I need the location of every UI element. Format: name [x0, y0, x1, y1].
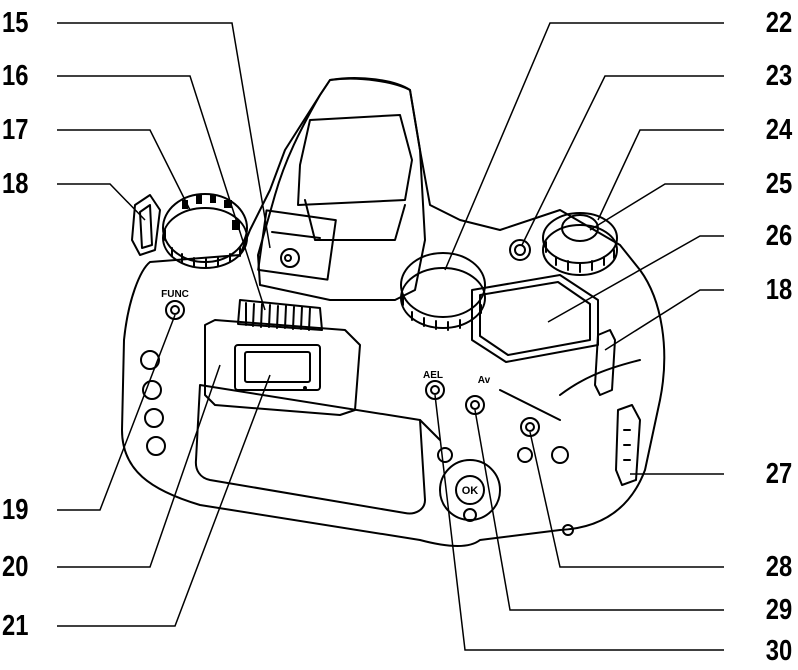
callout-25: 25 — [765, 168, 792, 200]
callout-19: 19 — [2, 494, 29, 526]
leader-17 — [57, 129, 191, 211]
leader-16 — [57, 75, 266, 311]
leader-15 — [57, 22, 271, 249]
lcd-monitor — [194, 384, 426, 515]
callout-15: 15 — [2, 7, 29, 39]
leader-21 — [57, 374, 271, 627]
flash-hump — [257, 77, 426, 301]
leader-18b — [604, 289, 724, 351]
command-dial — [400, 252, 486, 318]
leader-28 — [529, 431, 724, 568]
callout-18-right: 18 — [765, 274, 792, 306]
button-23 — [509, 239, 531, 261]
diopter-wheel — [237, 299, 323, 331]
hot-shoe — [257, 209, 337, 281]
leader-30 — [434, 394, 724, 651]
leader-26 — [547, 235, 724, 323]
callout-21: 21 — [2, 610, 29, 642]
callout-24: 24 — [765, 114, 792, 146]
callout-17: 17 — [2, 114, 29, 146]
leader-23 — [521, 75, 724, 246]
terminal-cover — [615, 404, 641, 486]
left-strap-lug — [131, 194, 161, 256]
camera-body-outline — [121, 77, 666, 547]
callout-20: 20 — [2, 551, 29, 583]
callout-26: 26 — [765, 220, 792, 252]
callout-29: 29 — [765, 594, 792, 626]
callout-27: 27 — [765, 458, 792, 490]
leader-22 — [444, 22, 724, 271]
leader-18a — [57, 183, 146, 221]
ael-label: AEL — [423, 370, 443, 381]
top-lcd — [471, 274, 599, 363]
leader-20 — [57, 364, 221, 568]
callout-28: 28 — [765, 551, 792, 583]
button-28 — [520, 417, 540, 437]
callout-30: 30 — [765, 635, 792, 667]
leader-19 — [57, 314, 176, 511]
flash-window — [297, 114, 413, 206]
ok-label: OK — [462, 485, 479, 497]
leader-lines — [57, 22, 724, 651]
callout-22: 22 — [765, 7, 792, 39]
ok-button — [455, 475, 485, 505]
shutter-button — [561, 214, 599, 242]
av-label: Av — [478, 375, 491, 386]
callout-16: 16 — [2, 60, 29, 92]
func-button — [165, 300, 185, 320]
viewfinder-window — [234, 344, 321, 391]
eyecup — [204, 319, 361, 416]
leader-29 — [474, 409, 724, 611]
callout-23: 23 — [765, 60, 792, 92]
callout-18-left: 18 — [2, 168, 29, 200]
func-label: FUNC — [161, 289, 189, 300]
leader-24 — [597, 129, 724, 221]
leader-25 — [589, 183, 724, 231]
right-strap-lug — [594, 329, 616, 396]
